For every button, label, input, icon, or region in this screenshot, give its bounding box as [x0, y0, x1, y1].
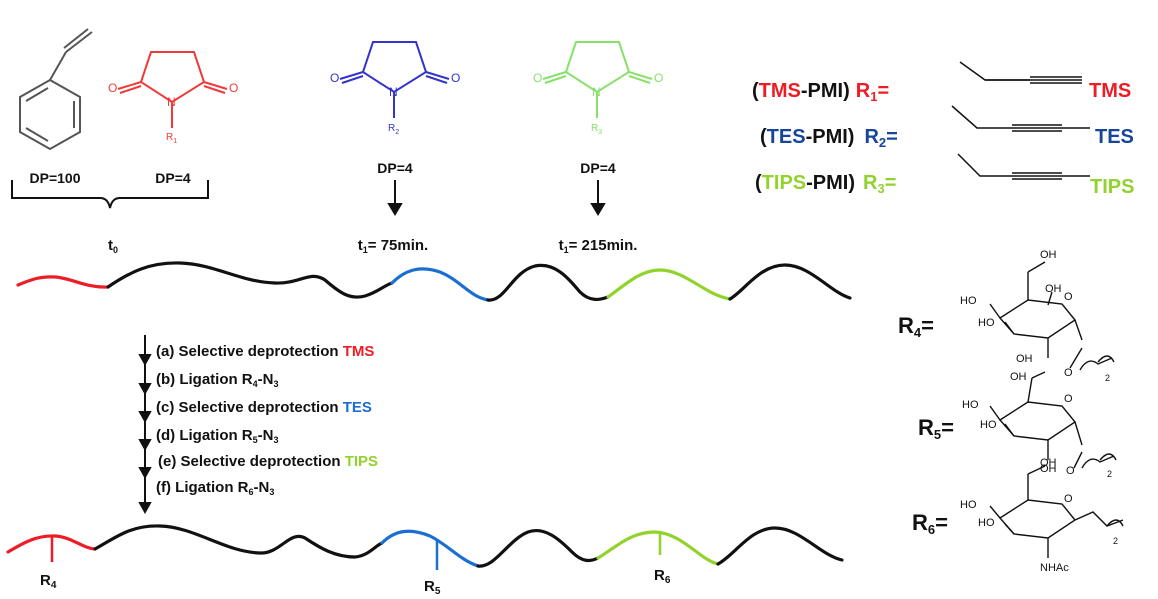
sugar-r5-sub-2: 2	[1107, 469, 1112, 479]
pmi-3-o-left: O	[533, 71, 542, 85]
pmi-3-dp-label: DP=4	[580, 160, 616, 176]
legend-tms-alkyne	[985, 76, 1082, 84]
pmi-3-o-right: O	[654, 71, 663, 85]
step-f: (f) Ligation R6-N3	[156, 479, 274, 497]
legend-tips-alkyne	[1012, 172, 1090, 180]
pmi-1-dp-label: DP=4	[155, 170, 191, 186]
sugar-r4-sub-2: 2	[1105, 373, 1110, 383]
sugar-r5-o-link: O	[1066, 465, 1075, 477]
chain-bottom-segment-black-2	[476, 529, 600, 568]
pmi-2-n: N	[389, 85, 398, 99]
step-c: (c) Selective deprotection TES	[156, 399, 372, 416]
chain-bottom-segment-red	[6, 534, 97, 554]
step-arrows	[138, 335, 152, 515]
chain-r6-label: R6	[654, 567, 671, 586]
pmi-2-r-label: R2	[388, 123, 399, 136]
chain-r4-label: R4	[40, 572, 57, 591]
step-d: (d) Ligation R5-N3	[156, 427, 279, 445]
chain-top-segment-black-1	[106, 261, 394, 299]
legend-tms-monomer: (TMS-PMI)R1=	[752, 80, 889, 104]
pmi-3-r-label: R3	[591, 123, 602, 136]
legend-row-tes: (TES-PMI)R2= TES	[760, 105, 1134, 150]
pmi-1-structure	[117, 51, 228, 128]
styrene-structure	[19, 28, 93, 151]
legend-tes-end: TES	[1095, 126, 1134, 148]
legend-tes-alkyne	[1012, 124, 1090, 132]
chain-top-segment-green	[606, 268, 732, 301]
styrene-dp-label: DP=100	[30, 170, 81, 186]
sugar-r4-oh-top: OH	[1040, 249, 1057, 261]
legend-tes-monomer: (TES-PMI)R2=	[760, 126, 898, 150]
sugar-r6-nhac: NHAc	[1040, 562, 1069, 574]
pmi-2-structure	[339, 41, 450, 118]
pmi-2-o-left: O	[330, 71, 339, 85]
t1a-label: t1= 75min.	[358, 237, 428, 255]
chain-top-segment-black-3	[728, 263, 852, 301]
sugar-r6-structure	[989, 465, 1124, 558]
sugar-r4-label: R4=	[898, 313, 934, 340]
legend-row-tms: (TMS-PMI)R1= TMS	[752, 61, 1131, 104]
legend-row-tips: (TIPS-PMI)R3= TIPS	[755, 153, 1134, 198]
pmi-3-n: N	[592, 85, 601, 99]
chain-bottom-segment-black-3	[716, 526, 844, 566]
pmi-2-down-arrow	[387, 180, 403, 216]
legend-tips-end: TIPS	[1090, 176, 1134, 198]
pmi-1-r-label: R1	[166, 132, 177, 145]
sugar-r6-label: R6=	[912, 510, 948, 537]
legend-tes-linker	[951, 105, 1012, 129]
pmi-2-o-right: O	[451, 71, 460, 85]
sugar-r4-o-ring: O	[1064, 291, 1073, 303]
legend-tips-linker	[957, 153, 1012, 177]
sugar-r5-structure	[989, 371, 1117, 469]
legend-tms-end: TMS	[1089, 80, 1131, 102]
pmi-1-o-left: O	[108, 81, 117, 95]
chain-bottom-segment-blue	[380, 529, 480, 568]
polymer-chain-bottom: R4 R5 R6	[6, 524, 844, 597]
chain-r5-label: R5	[424, 578, 441, 597]
pmi-1-n: N	[167, 95, 176, 109]
t0-label: t0	[108, 237, 118, 255]
chain-top-segment-blue	[390, 267, 490, 302]
sugar-r4-ho-1: HO	[960, 295, 977, 307]
polymer-chain-top	[16, 261, 852, 302]
step-b: (b) Ligation R4-N3	[156, 371, 279, 389]
sugar-r4-oh-mid: OH	[1045, 283, 1062, 295]
sugar-r4-structure	[989, 261, 1115, 371]
pmi-3-structure	[542, 41, 653, 118]
chain-bottom-segment-black-1	[93, 524, 384, 559]
sugar-r6-oh-top: OH	[1040, 457, 1057, 469]
sugar-r6-sub-2: 2	[1113, 536, 1118, 546]
sugar-r6-o-ring: O	[1064, 493, 1073, 505]
sugar-r5-o-ring: O	[1064, 393, 1073, 405]
sugar-r6-ho-1: HO	[960, 499, 977, 511]
chain-top-segment-black-2	[486, 263, 610, 302]
pmi-3-down-arrow	[590, 180, 606, 216]
chain-top-segment-red	[16, 275, 110, 289]
sugar-r5-ho-1: HO	[962, 399, 979, 411]
pmi-2-dp-label: DP=4	[377, 160, 413, 176]
t0-bracket	[11, 180, 209, 209]
sugar-r4-ho-2: HO	[978, 317, 995, 329]
t1b-label: t1= 215min.	[559, 237, 638, 255]
sugar-r5-oh-top2: OH	[1016, 353, 1033, 365]
legend-tips-monomer: (TIPS-PMI)R3=	[755, 172, 896, 196]
sugar-r5-ho-2: HO	[980, 419, 997, 431]
chain-bottom-segment-green	[596, 530, 720, 566]
sugar-r5-label: R5=	[918, 415, 954, 442]
sugar-r5-oh-top: OH	[1010, 371, 1027, 383]
sugar-r4-o-link: O	[1064, 367, 1073, 379]
step-a: (a) Selective deprotection TMS	[156, 343, 374, 360]
legend-tms-linker	[959, 61, 1030, 81]
pmi-1-o-right: O	[229, 81, 238, 95]
step-e: (e) Selective deprotection TIPS	[158, 453, 378, 470]
sugar-r6-ho-2: HO	[978, 517, 995, 529]
